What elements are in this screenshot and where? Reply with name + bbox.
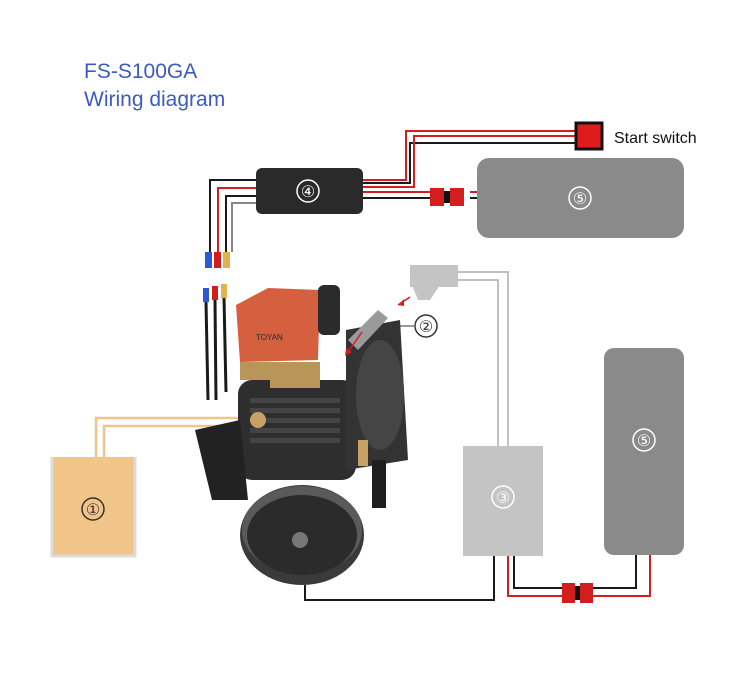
glow-plug-label: ②	[419, 319, 433, 336]
battery-top-number-icon: ⑤	[568, 186, 592, 210]
start-switch[interactable]	[574, 121, 604, 151]
diagram-title-model: FS-S100GA	[84, 60, 198, 83]
bullet-connectors-controller	[205, 252, 230, 268]
glow-plug-number-icon: ②	[414, 314, 438, 338]
battery-top-label: ⑤	[573, 191, 587, 208]
receiver-label: ③	[496, 490, 510, 507]
battery-right-label: ⑤	[637, 433, 651, 450]
controller-output-wires	[209, 179, 256, 252]
controller-box	[256, 168, 363, 214]
fuel-tank-label: ①	[86, 502, 100, 519]
engine: TOYAN	[195, 285, 408, 585]
battery-right-number-icon: ⑤	[632, 428, 656, 452]
controller-number-icon: ④	[296, 179, 320, 203]
glow-plug-cable	[458, 271, 509, 448]
glow-plug-red-arrow-icon	[345, 331, 363, 356]
controller-label: ④	[301, 184, 315, 201]
battery-top	[477, 158, 684, 238]
fuel-tank-number-icon: ①	[81, 497, 105, 521]
deans-connector-bottom	[562, 583, 593, 603]
fuel-line	[94, 416, 250, 462]
diagram-title-subtitle: Wiring diagram	[84, 88, 226, 111]
receiver-box	[463, 446, 543, 556]
fuel-tank	[50, 457, 137, 558]
glow-plug-cap	[410, 265, 458, 300]
start-switch-label: Start switch	[614, 130, 697, 147]
glow-plug-arrow-icon	[397, 296, 411, 306]
deans-connector-top	[430, 188, 464, 206]
start-switch-wires	[360, 130, 578, 188]
receiver-battery-wires	[304, 555, 651, 601]
bullet-connectors-engine	[203, 284, 228, 401]
receiver-number-icon: ③	[491, 485, 515, 509]
engine-brand-text: TOYAN	[256, 333, 283, 342]
